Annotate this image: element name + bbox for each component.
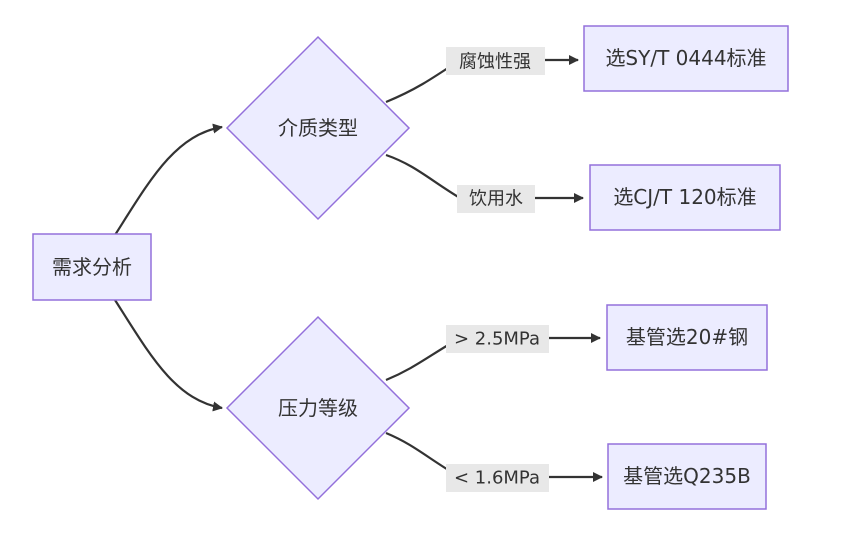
node-cj-standard: 选CJ/T 120标准	[589, 164, 781, 231]
node-sy-standard: 选SY/T 0444标准	[583, 25, 789, 92]
svg-text:饮用水: 饮用水	[469, 189, 523, 210]
edge-root-medium	[114, 123, 223, 236]
edge-label-low-pressure: < 1.6MPa	[446, 464, 549, 492]
edge-label-drinking: 饮用水	[457, 185, 535, 213]
node-steel20: 基管选20#钢	[606, 304, 768, 371]
svg-text:腐蚀性强: 腐蚀性强	[459, 52, 531, 73]
svg-text:需求分析: 需求分析	[52, 255, 132, 279]
svg-text:基管选20#钢: 基管选20#钢	[626, 325, 748, 349]
svg-text:> 2.5MPa: > 2.5MPa	[454, 329, 540, 350]
svg-text:< 1.6MPa: < 1.6MPa	[454, 468, 540, 489]
svg-text:介质类型: 介质类型	[278, 116, 358, 140]
edge-root-pressure	[114, 299, 223, 412]
node-requirement-analysis: 需求分析	[32, 233, 152, 301]
edge-label-corrosive: 腐蚀性强	[446, 47, 545, 75]
svg-text:选CJ/T 120标准: 选CJ/T 120标准	[613, 185, 756, 209]
svg-text:选SY/T 0444标准: 选SY/T 0444标准	[605, 46, 766, 70]
decision-pressure-level: 压力等级	[225, 315, 411, 501]
svg-text:压力等级: 压力等级	[278, 396, 358, 420]
edge-label-high-pressure: > 2.5MPa	[446, 325, 549, 353]
node-q235b: 基管选Q235B	[607, 443, 767, 510]
svg-text:基管选Q235B: 基管选Q235B	[623, 464, 751, 488]
decision-medium-type: 介质类型	[225, 35, 411, 221]
